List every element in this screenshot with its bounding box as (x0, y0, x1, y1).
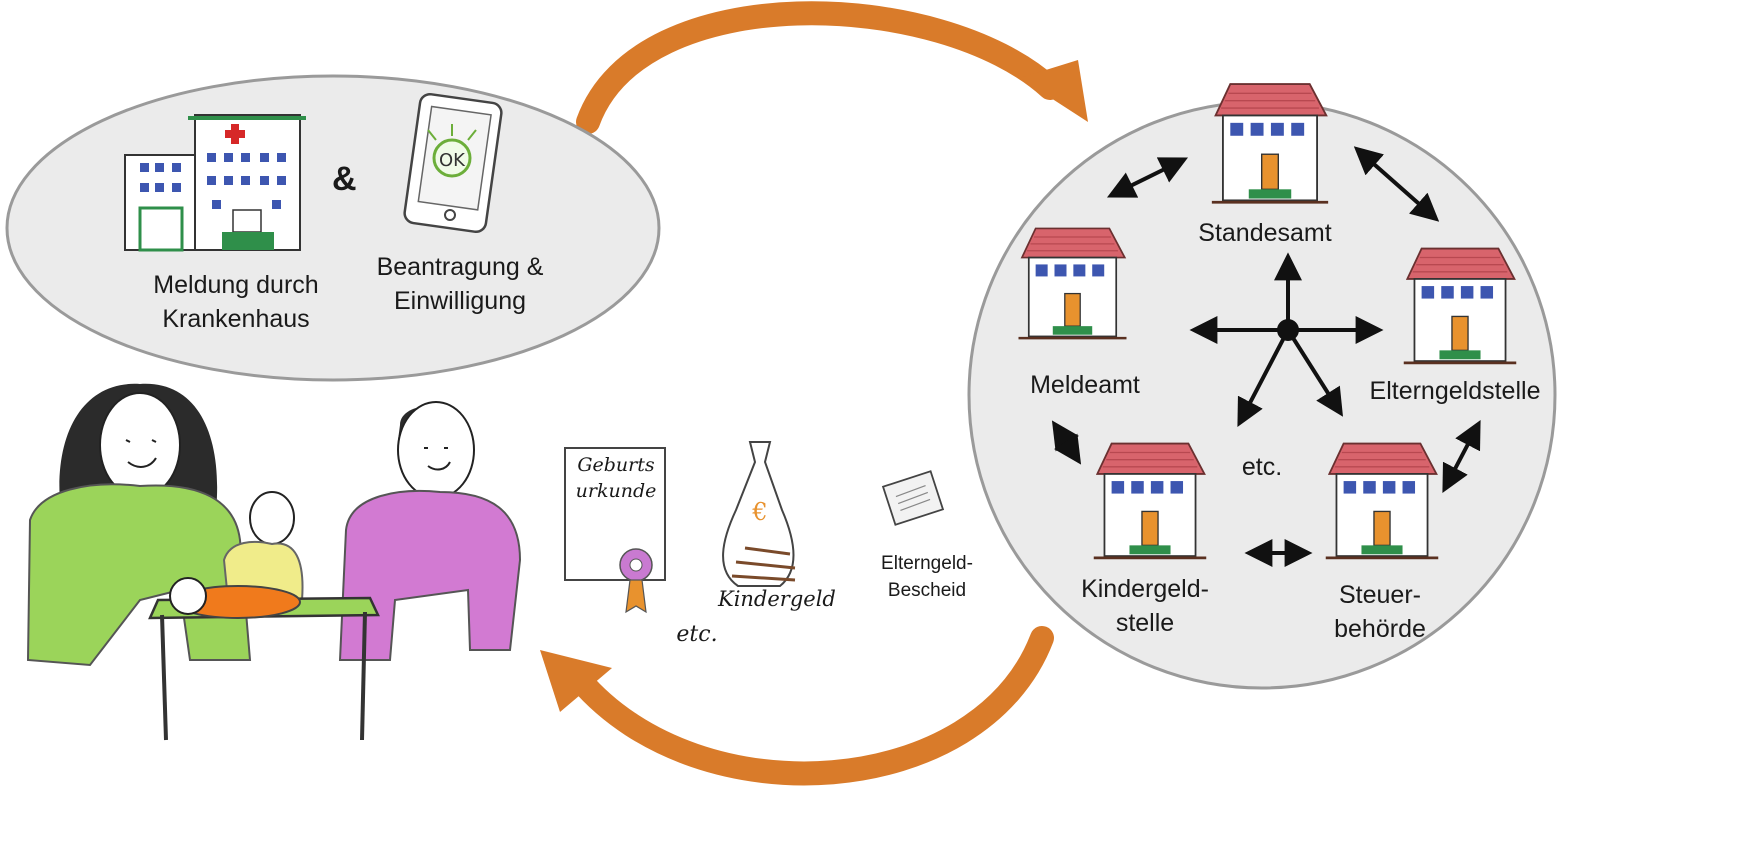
link-meldeamt-kindergeldstelle-arrow (1051, 420, 1082, 465)
family-illustration (26, 383, 522, 741)
birth-certificate-text: Geburts urkunde (575, 454, 657, 502)
money-bag-icon (722, 441, 796, 587)
standesamt-label: Standesamt (1198, 219, 1332, 247)
money-bag-currency-text: € (751, 498, 767, 526)
application-ellipse (5, 74, 661, 382)
elterngeld-notice-icon (881, 470, 945, 526)
house-steuerbehoerde-icon (1324, 442, 1440, 560)
application-consent-label: Beantragung & Einwilligung (376, 253, 544, 315)
steuerbehoerde-label: Steuer- behörde (1334, 581, 1426, 643)
spoke-steuerbehoerde-arrow (1286, 328, 1343, 417)
house-elterngeldstelle-icon (1402, 247, 1518, 365)
link-standesamt-elterngeldstelle-arrow (1353, 146, 1440, 222)
tablet-ok-text: OK (439, 150, 466, 171)
hospital-report-label: Meldung durch Krankenhaus (153, 271, 319, 333)
spoke-etc-arrow (1237, 329, 1290, 427)
birth-certificate-icon (564, 447, 666, 614)
flow-arrow-to-family (568, 626, 1054, 786)
flow-arrow-to-offices-head (1020, 60, 1088, 122)
elterngeld-notice-label: Elterngeld- Bescheid (881, 553, 973, 601)
elterngeldstelle-label: Elterngeldstelle (1369, 377, 1541, 405)
link-meldeamt-standesamt-arrow (1106, 157, 1189, 198)
link-elterngeldstelle-steuerbehoerde-arrow (1442, 420, 1481, 493)
offices-etc-label: etc. (1241, 453, 1283, 481)
meldeamt-label: Meldeamt (1030, 371, 1140, 399)
ampersand-label: & (332, 160, 357, 198)
flow-arrow-to-offices (576, 1, 1062, 134)
flow-arrow-to-family-head (540, 650, 612, 712)
hospital-icon (124, 114, 306, 252)
house-kindergeldstelle-icon (1092, 442, 1208, 560)
house-meldeamt-icon (1017, 227, 1128, 340)
documents-etc-label: etc. (676, 622, 718, 647)
kindergeldstelle-label: Kindergeld- stelle (1081, 575, 1209, 637)
tablet-ok-icon (403, 92, 503, 234)
house-standesamt-icon (1210, 82, 1330, 204)
hub-dot (1277, 319, 1299, 341)
money-bag-label: Kindergeld (718, 587, 836, 611)
